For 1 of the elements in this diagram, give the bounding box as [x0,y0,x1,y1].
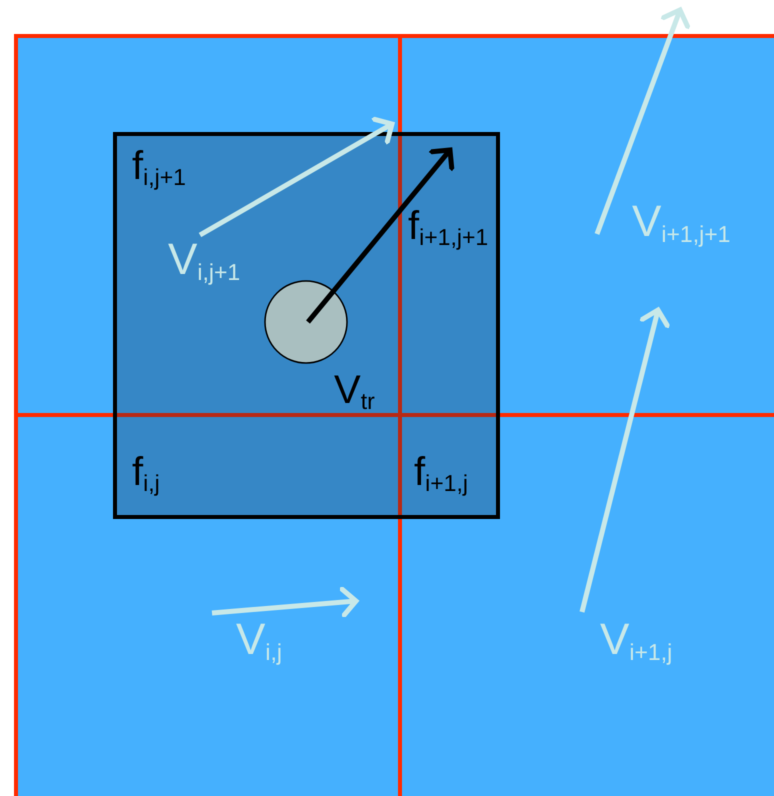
math-label: V$_{tr}$ [334,370,375,410]
